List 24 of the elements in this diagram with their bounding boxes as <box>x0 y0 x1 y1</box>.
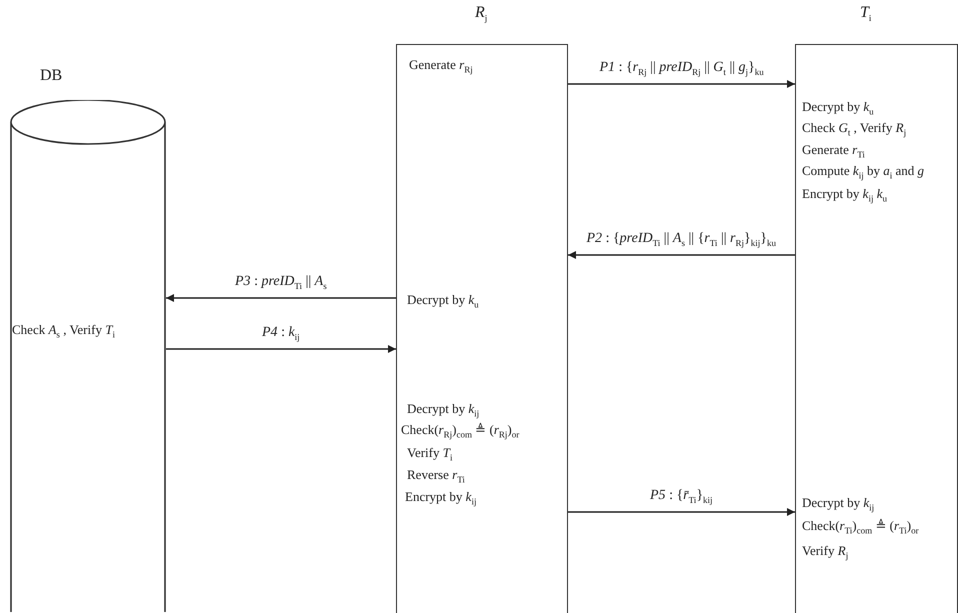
step-text: Decrypt by k$_{ij}$ <box>802 495 874 515</box>
step-text: Decrypt by k$_{u}$ <box>407 292 479 312</box>
step-text: Encrypt by k$_{ij}$ <box>405 489 476 509</box>
entity-title: T$_{i}$ <box>860 5 872 26</box>
step-text: Encrypt by k$_{ij}$ k$_{u}$ <box>802 186 887 206</box>
message-arrow <box>166 294 396 302</box>
step-text: Check G$_{t}$ , Verify R$_{j}$ <box>802 120 906 140</box>
entity-title: DB <box>40 68 62 84</box>
step-text: Check(r$_{Ti}$)$_{com}$ ≜ (r$_{Ti}$)$_{or}$ <box>802 518 919 538</box>
step-text: Generate r$_{Rj}$ <box>409 57 473 77</box>
step-text: Generate r$_{Ti}$ <box>802 142 865 162</box>
step-text: Check(r$_{Rj}$)$_{com}$ ≜ (r$_{Rj}$)$_{or}$ <box>401 422 520 442</box>
message-arrow <box>166 345 396 353</box>
step-text: Check A$_{s}$ , Verify T$_{i}$ <box>12 322 115 342</box>
message-arrow <box>568 80 795 88</box>
step-text: Compute k$_{ij}$ by a$_{i}$ and g <box>802 163 924 183</box>
message-arrow <box>568 508 795 516</box>
step-text: Decrypt by k$_{u}$ <box>802 99 874 119</box>
entity-title: R$_{j}$ <box>475 5 488 26</box>
message-arrow <box>568 251 795 259</box>
step-text: Reverse r$_{Ti}$ <box>407 467 465 487</box>
step-text: Verify R$_{j}$ <box>802 543 848 563</box>
step-text: Verify T$_{i}$ <box>407 445 452 465</box>
step-text: Decrypt by k$_{ij}$ <box>407 401 480 421</box>
